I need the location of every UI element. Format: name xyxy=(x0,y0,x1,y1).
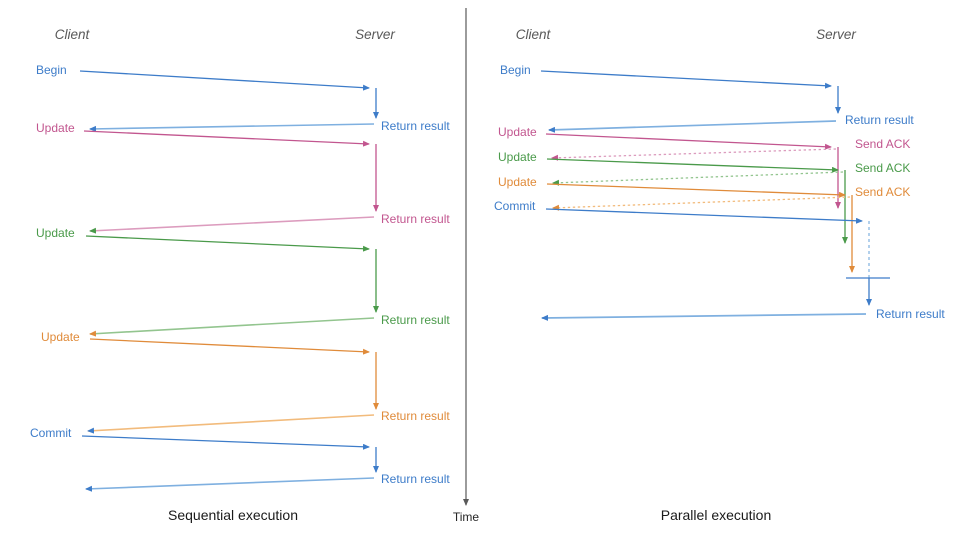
panel-sequential: Client Server Begin Return result Update… xyxy=(30,27,450,523)
reply-arrow-update-1 xyxy=(89,216,375,234)
request-arrow-update-1 xyxy=(83,130,370,147)
actor-server-label: Server xyxy=(355,27,395,42)
message-begin: Begin Return result xyxy=(36,63,450,133)
reply-label-update-2: Return result xyxy=(381,313,450,327)
reply-arrow-update-2 xyxy=(89,317,375,337)
reply-arrow-update-3 xyxy=(87,414,375,434)
message-label-update-1: Update xyxy=(36,121,75,135)
time-axis-label: Time xyxy=(453,510,480,524)
message-commit-parallel: Commit Return result xyxy=(494,199,945,321)
reply-label-update-3-parallel: Send ACK xyxy=(855,185,910,199)
reply-arrow-begin-parallel xyxy=(548,120,837,133)
reply-label-update-2-parallel: Send ACK xyxy=(855,161,910,175)
request-arrow-update-2-parallel xyxy=(546,158,839,173)
message-update-1: Update Return result xyxy=(36,121,450,234)
reply-label-begin-parallel: Return result xyxy=(845,113,914,127)
request-arrow-update-2 xyxy=(85,235,370,252)
request-arrow-commit xyxy=(81,435,370,450)
request-arrow-begin xyxy=(79,70,370,91)
message-label-update-3: Update xyxy=(41,330,80,344)
message-update-3-parallel: Update Send ACK xyxy=(498,175,910,273)
message-label-update-1-parallel: Update xyxy=(498,125,537,139)
reply-arrow-commit xyxy=(85,477,375,492)
panel-caption-sequential: Sequential execution xyxy=(168,507,298,523)
actor-client-label-parallel: Client xyxy=(516,27,552,42)
message-label-commit-parallel: Commit xyxy=(494,199,536,213)
message-label-update-2-parallel: Update xyxy=(498,150,537,164)
message-commit: Commit Return result xyxy=(30,426,450,492)
request-arrow-update-1-parallel xyxy=(545,133,832,150)
ack-arrow-update-2-parallel xyxy=(552,171,844,186)
message-label-begin-parallel: Begin xyxy=(500,63,531,77)
message-label-commit: Commit xyxy=(30,426,72,440)
reply-label-commit-parallel: Return result xyxy=(876,307,945,321)
reply-arrow-begin xyxy=(89,123,375,132)
ack-arrow-update-1-parallel xyxy=(551,148,837,161)
reply-label-update-1-parallel: Send ACK xyxy=(855,137,910,151)
message-update-3: Update Return result xyxy=(41,330,450,434)
panel-parallel: Client Server Begin Return result Update… xyxy=(494,27,945,523)
actor-server-label-parallel: Server xyxy=(816,27,856,42)
message-label-update-2: Update xyxy=(36,226,75,240)
panel-caption-parallel: Parallel execution xyxy=(661,507,772,523)
request-arrow-commit-parallel xyxy=(545,208,863,224)
reply-arrow-commit-parallel xyxy=(541,313,867,321)
request-arrow-update-3-parallel xyxy=(546,183,846,198)
message-update-2-parallel: Update Send ACK xyxy=(498,150,910,244)
reply-label-commit: Return result xyxy=(381,472,450,486)
ack-arrow-update-3-parallel xyxy=(552,196,851,211)
actor-client-label: Client xyxy=(55,27,91,42)
reply-label-update-3: Return result xyxy=(381,409,450,423)
message-begin-parallel: Begin Return result xyxy=(500,63,914,133)
reply-label-update-1: Return result xyxy=(381,212,450,226)
message-update-2: Update Return result xyxy=(36,226,450,337)
request-arrow-update-3 xyxy=(89,338,370,355)
message-label-begin: Begin xyxy=(36,63,67,77)
message-label-update-3-parallel: Update xyxy=(498,175,537,189)
message-update-1-parallel: Update Send ACK xyxy=(498,125,910,209)
reply-label-begin: Return result xyxy=(381,119,450,133)
request-arrow-begin-parallel xyxy=(540,70,832,89)
